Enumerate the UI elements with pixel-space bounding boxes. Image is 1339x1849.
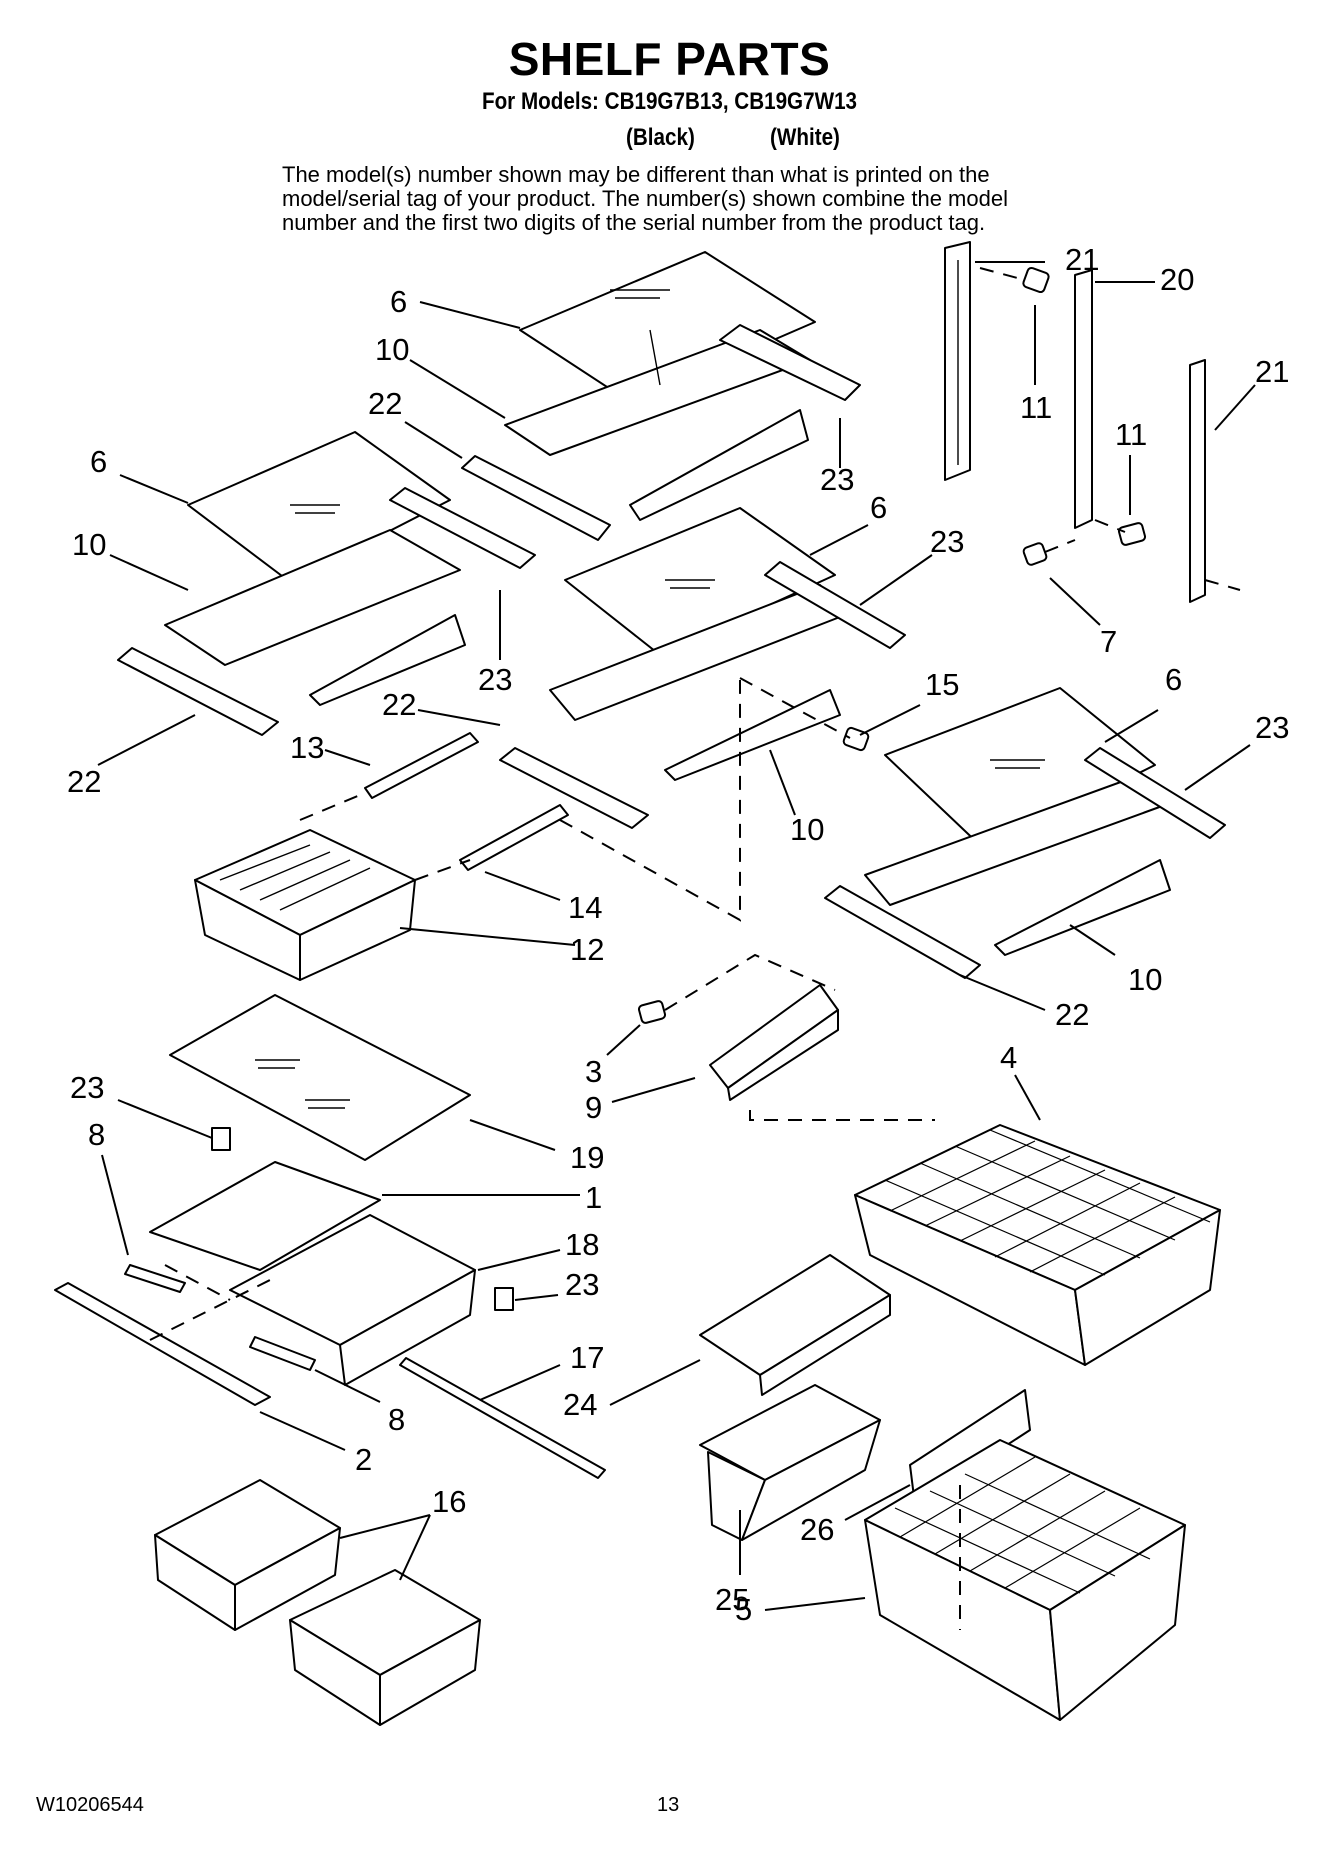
callout-11: 11 — [1115, 417, 1147, 452]
shelf-ladder-right — [1189, 359, 1206, 603]
crisper-drawer-16-right — [289, 1569, 481, 1726]
ice-tray-24 — [699, 1254, 891, 1396]
callout-6: 6 — [390, 284, 407, 319]
callout-22: 22 — [67, 764, 101, 799]
screw-ladder-mid — [1117, 522, 1147, 546]
callout-3: 3 — [585, 1054, 602, 1089]
pan-trim-2 — [54, 1282, 271, 1406]
callout-10: 10 — [375, 332, 409, 367]
callout-labels: 6 10 22 23 6 10 23 22 13 22 6 23 10 14 1… — [67, 242, 1289, 1627]
color-black-label: (Black) — [626, 124, 695, 151]
shelf-glass-center — [564, 507, 836, 656]
shelf-frame-left — [164, 529, 466, 706]
callout-21: 21 — [1255, 354, 1289, 389]
callout-22: 22 — [382, 687, 416, 722]
callout-26: 26 — [800, 1512, 834, 1547]
callout-2: 2 — [355, 1442, 372, 1477]
document-number: W10206544 — [36, 1794, 144, 1816]
shelf-front-trim-right — [824, 885, 981, 979]
callout-16: 16 — [432, 1484, 466, 1519]
shelf-front-trim-center — [499, 747, 649, 829]
callout-13: 13 — [290, 730, 324, 765]
callout-4: 4 — [1000, 1040, 1017, 1075]
callout-24: 24 — [563, 1387, 597, 1422]
callout-23: 23 — [565, 1267, 599, 1302]
callout-6: 6 — [870, 490, 887, 525]
shelf-front-trim-left — [117, 647, 279, 736]
crisper-drawer-16-left — [154, 1479, 341, 1631]
callout-14: 14 — [568, 890, 602, 925]
shelf-glass-top — [519, 251, 816, 403]
callout-10: 10 — [1128, 962, 1162, 997]
callout-18: 18 — [565, 1227, 599, 1262]
callout-22: 22 — [368, 386, 402, 421]
slide-rail-14 — [459, 804, 569, 871]
callout-23: 23 — [1255, 710, 1289, 745]
screw-shelf-center — [842, 726, 870, 752]
callout-25: 25 — [715, 1582, 749, 1617]
callout-1: 1 — [585, 1180, 602, 1215]
callout-20: 20 — [1160, 262, 1194, 297]
shelf-rear-trim-center — [764, 561, 906, 649]
callout-11: 11 — [1020, 390, 1052, 425]
pan-clip-23-top — [211, 1127, 231, 1151]
callout-6: 6 — [90, 444, 107, 479]
pan-rod-17 — [399, 1357, 606, 1479]
pan-cover-glass-19 — [169, 994, 471, 1161]
callout-6: 6 — [1165, 662, 1182, 697]
shelf-rear-trim-right — [1084, 747, 1226, 839]
freezer-bin-25 — [699, 1384, 881, 1541]
shelf-glass-right — [884, 687, 1156, 851]
shelf-ladder-left — [944, 241, 971, 481]
wire-basket-4 — [854, 1124, 1221, 1366]
callout-12: 12 — [570, 932, 604, 967]
color-white-label: (White) — [770, 124, 840, 151]
pan-assembly-18 — [229, 1214, 476, 1386]
callout-23: 23 — [478, 662, 512, 697]
slide-rail-13 — [364, 732, 479, 799]
page-title: SHELF PARTS — [508, 33, 831, 85]
callout-10: 10 — [72, 527, 106, 562]
screw-ladder-bottom — [1022, 542, 1048, 566]
page-number: 13 — [657, 1794, 680, 1816]
ice-bin-shelf-9 — [709, 984, 839, 1101]
model-number-note: The model(s) number shown may be differe… — [282, 162, 1008, 235]
callout-19: 19 — [570, 1140, 604, 1175]
pan-clip-23-side — [494, 1287, 514, 1311]
shelf-glass-left — [187, 431, 451, 583]
callout-15: 15 — [925, 667, 959, 702]
callout-8: 8 — [388, 1402, 405, 1437]
callout-9: 9 — [585, 1090, 602, 1125]
callout-23: 23 — [930, 524, 964, 559]
callout-10: 10 — [790, 812, 824, 847]
callout-23: 23 — [70, 1070, 104, 1105]
pan-frame-1 — [149, 1161, 381, 1271]
pan-bracket-8-right — [249, 1336, 316, 1371]
leader-lines — [97, 261, 1256, 1611]
screw-ladder-top — [1022, 266, 1050, 294]
callout-21: 21 — [1065, 242, 1099, 277]
shelf-rear-trim-top — [719, 324, 861, 401]
shelf-rear-trim-left — [389, 487, 536, 569]
shelf-ladder-center — [1074, 269, 1093, 529]
callout-17: 17 — [570, 1340, 604, 1375]
wire-basket-5 — [864, 1439, 1186, 1721]
callout-22: 22 — [1055, 997, 1089, 1032]
screw-3 — [637, 1000, 667, 1024]
callout-7: 7 — [1100, 624, 1117, 659]
shelf-front-trim-top — [461, 455, 611, 541]
deli-drawer-12 — [194, 829, 416, 981]
callout-23: 23 — [820, 462, 854, 497]
callout-5: 5 — [735, 1592, 752, 1627]
pan-bracket-8-left — [124, 1264, 186, 1293]
callout-8: 8 — [88, 1117, 105, 1152]
models-line: For Models: CB19G7B13, CB19G7W13 — [481, 88, 858, 115]
